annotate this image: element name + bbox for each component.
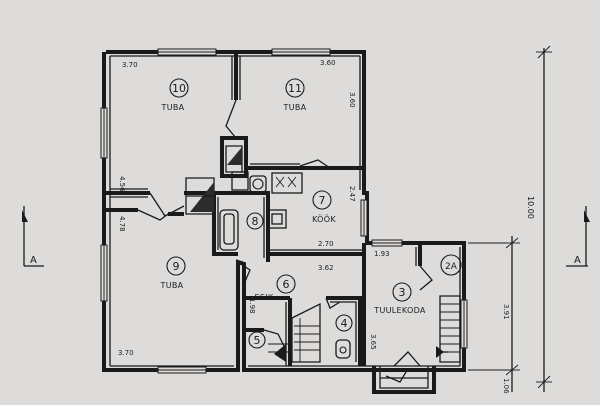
svg-text:TUBA: TUBA: [161, 103, 185, 112]
svg-text:1.06: 1.06: [502, 378, 510, 394]
room-6: 6 ESIK: [255, 274, 296, 302]
fixtures: [219, 171, 351, 359]
windows: [100, 48, 468, 374]
svg-text:3: 3: [399, 286, 406, 299]
svg-text:11: 11: [288, 82, 302, 95]
svg-text:2.70: 2.70: [318, 240, 334, 248]
svg-text:3.91: 3.91: [502, 304, 510, 320]
svg-text:1.98: 1.98: [248, 298, 256, 314]
room-4: 4: [335, 314, 353, 332]
svg-text:KÖÖK: KÖÖK: [312, 214, 336, 224]
svg-text:4: 4: [341, 317, 348, 330]
dimension-lines: [468, 45, 552, 392]
room-11: 11 TUBA: [283, 78, 307, 112]
room-3: 3 TUULEKODA: [373, 282, 426, 315]
svg-text:1.93: 1.93: [374, 250, 390, 258]
svg-text:3.70: 3.70: [118, 349, 134, 357]
svg-text:5: 5: [254, 334, 261, 347]
svg-text:2A: 2A: [445, 262, 458, 272]
svg-text:TUBA: TUBA: [283, 103, 307, 112]
esik-staircase: [268, 302, 321, 363]
section-marker-right: A: [566, 206, 590, 267]
chimney-hatch: [227, 147, 242, 165]
room-7: 7 KÖÖK: [312, 190, 336, 224]
staircase: [436, 295, 461, 363]
svg-text:3.60: 3.60: [320, 59, 336, 67]
room-9: 9 TUBA: [160, 256, 186, 290]
svg-text:4.56: 4.56: [118, 176, 126, 192]
svg-text:10: 10: [172, 82, 186, 95]
svg-text:10.00: 10.00: [526, 196, 535, 219]
room-10: 10 TUBA: [161, 78, 189, 112]
svg-text:3.70: 3.70: [122, 61, 138, 69]
svg-text:7: 7: [319, 194, 326, 207]
svg-text:A: A: [30, 255, 37, 266]
svg-text:4.78: 4.78: [118, 216, 126, 232]
svg-text:8: 8: [252, 215, 259, 228]
svg-text:ESIK: ESIK: [255, 293, 274, 302]
svg-text:9: 9: [173, 260, 180, 273]
svg-text:3.65: 3.65: [369, 334, 377, 350]
svg-text:TUULEKODA: TUULEKODA: [373, 306, 426, 315]
interior-walls: [106, 52, 436, 394]
room-5: 5: [248, 331, 266, 349]
section-marker-left: A: [22, 206, 44, 267]
room-labels: 10 TUBA 11 TUBA 9 TUBA 7 KÖÖK 8 6 ESIK: [160, 78, 462, 349]
svg-text:6: 6: [283, 278, 290, 291]
svg-text:3.60: 3.60: [348, 92, 356, 108]
room-2a: 2A: [440, 254, 462, 276]
svg-text:2.47: 2.47: [348, 186, 356, 202]
stair-hatch: [190, 182, 214, 212]
room-8: 8: [246, 212, 264, 230]
svg-text:A: A: [574, 255, 581, 266]
dimension-labels: 3.70 3.60 3.60 4.56 4.78 3.70 2.47 2.70 …: [118, 59, 535, 394]
svg-text:3.62: 3.62: [318, 264, 334, 272]
svg-text:TUBA: TUBA: [160, 281, 184, 290]
